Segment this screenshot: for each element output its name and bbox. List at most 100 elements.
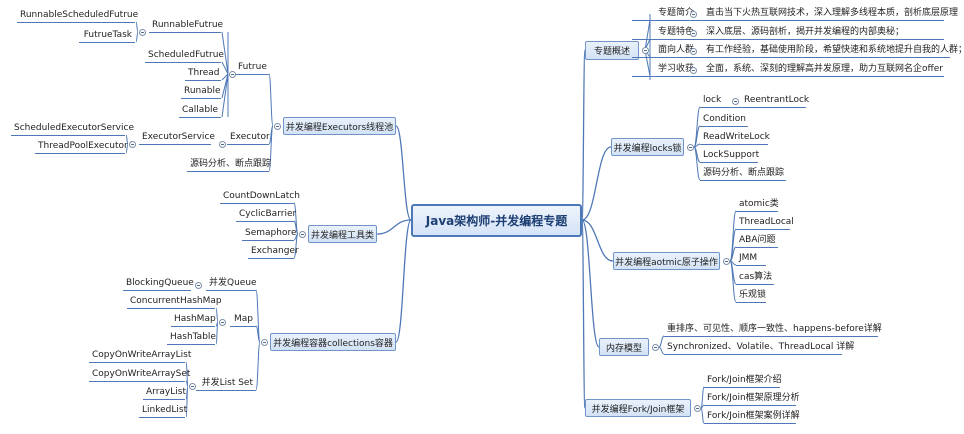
overview-gains-label: 学习收获 bbox=[657, 64, 694, 74]
connector bbox=[293, 233, 299, 259]
connector bbox=[268, 73, 274, 127]
connector bbox=[395, 219, 412, 343]
executorservice-child-0-underline bbox=[11, 135, 125, 136]
connector bbox=[581, 219, 600, 348]
branch-tools[interactable]: 并发编程工具类 bbox=[308, 225, 377, 243]
executorservice-child-1: ThreadPoolExecutor bbox=[38, 141, 128, 151]
connector bbox=[376, 219, 412, 235]
branch-forkjoin[interactable]: 并发编程Fork/Join框架 bbox=[585, 399, 691, 417]
connector bbox=[215, 307, 219, 323]
root-topic[interactable]: Java架构师-并发编程专题 bbox=[411, 204, 582, 237]
map-child-0: ConcurrentHashMap bbox=[130, 296, 222, 306]
futrue-label: Futrue bbox=[238, 62, 267, 72]
forkjoin-item-0-underline bbox=[704, 387, 780, 388]
atomic-item-3-underline bbox=[736, 265, 766, 266]
connector bbox=[644, 19, 651, 51]
futrue-toggle-icon[interactable] bbox=[228, 70, 236, 78]
map-child-2-underline bbox=[167, 344, 215, 345]
branch-collections[interactable]: 并发编程容器collections容器 bbox=[270, 333, 396, 351]
connector bbox=[268, 125, 274, 172]
connector bbox=[221, 73, 229, 81]
listset-child-1-underline bbox=[89, 381, 185, 382]
tools-item-1-underline bbox=[236, 221, 294, 222]
tools-item-3-underline bbox=[248, 258, 294, 259]
connector bbox=[221, 61, 229, 75]
locks-item-1-underline bbox=[700, 126, 748, 127]
atomic-item-4-underline bbox=[736, 284, 774, 285]
overview-features-toggle-icon[interactable] bbox=[689, 29, 697, 37]
overview-collapse-icon[interactable] bbox=[641, 46, 649, 54]
atomic-item-5-underline bbox=[736, 302, 766, 303]
memory-collapse-icon[interactable] bbox=[651, 343, 659, 351]
connector bbox=[693, 146, 701, 181]
branch-memory-model[interactable]: 内存模型 bbox=[599, 338, 649, 356]
collections-collapse-icon[interactable] bbox=[260, 338, 268, 346]
forkjoin-item-1-underline bbox=[704, 405, 796, 406]
overview-features-underline bbox=[632, 39, 944, 40]
atomic-item-2: ABA问题 bbox=[739, 235, 776, 245]
tools-item-3: Exchanger bbox=[251, 246, 299, 256]
connector bbox=[700, 407, 705, 424]
connector bbox=[581, 219, 614, 262]
connector bbox=[395, 125, 412, 221]
branch-atomic[interactable]: 并发编程aotmic原子操作 bbox=[613, 252, 720, 270]
executorservice-child-0: ScheduledExecutorService bbox=[14, 123, 134, 133]
executorservice-label-underline bbox=[139, 144, 211, 145]
futrue-child-2-underline bbox=[185, 80, 221, 81]
futrue-child-2: Thread bbox=[188, 68, 220, 78]
branch-executors[interactable]: 并发编程Executors线程池 bbox=[283, 117, 396, 135]
overview-intro-toggle-icon[interactable] bbox=[689, 10, 697, 18]
overview-intro-detail: 直击当下火热互联网技术，深入理解多线程本质，剖析底层原理 bbox=[706, 8, 959, 18]
lock-underline bbox=[700, 107, 806, 108]
executor-toggle-icon[interactable] bbox=[218, 140, 226, 148]
concurrent-queue-label: 并发Queue bbox=[209, 278, 257, 288]
futrue-label-underline bbox=[235, 74, 269, 75]
concurrent-list-set-label: 并发List Set bbox=[201, 378, 253, 388]
overview-audience-underline bbox=[632, 57, 950, 58]
connector bbox=[135, 21, 139, 33]
locks-item-2: ReadWriteLock bbox=[703, 132, 770, 142]
atomic-collapse-icon[interactable] bbox=[722, 257, 730, 265]
tools-item-1: CyclicBarrier bbox=[239, 209, 297, 219]
futrue-child-0: RunnableFutrue bbox=[152, 20, 224, 30]
branch-overview[interactable]: 专题概述 bbox=[585, 41, 639, 60]
locks-item-4: 源码分析、断点跟踪 bbox=[703, 168, 785, 178]
connector bbox=[255, 325, 261, 343]
branch-locks[interactable]: 并发编程locks锁 bbox=[611, 138, 684, 156]
overview-intro-underline bbox=[632, 20, 944, 21]
memory-item-1-underline bbox=[664, 354, 842, 355]
connector bbox=[255, 341, 261, 391]
overview-gains-toggle-icon[interactable] bbox=[689, 66, 697, 74]
runnablefutrue-toggle-icon[interactable] bbox=[138, 28, 146, 36]
overview-audience-toggle-icon[interactable] bbox=[689, 47, 697, 55]
futrue-child-3: Runable bbox=[184, 86, 221, 96]
queue-toggle-icon[interactable] bbox=[194, 281, 202, 289]
overview-audience-label: 面向人群 bbox=[657, 45, 694, 55]
executors-source-analysis-underline bbox=[187, 171, 269, 172]
forkjoin-item-0: Fork/Join框架介绍 bbox=[707, 375, 782, 385]
connector bbox=[221, 31, 229, 75]
overview-intro-label: 专题简介 bbox=[657, 8, 694, 18]
listset-child-0-underline bbox=[89, 362, 185, 363]
atomic-item-0: atomic类 bbox=[739, 199, 779, 209]
atomic-item-0-underline bbox=[736, 211, 778, 212]
executorservice-toggle-icon[interactable] bbox=[128, 140, 136, 148]
lock-toggle-icon[interactable] bbox=[731, 97, 739, 105]
concurrent-list-set-label-underline bbox=[196, 390, 256, 391]
runnablefutrue-child-0-underline bbox=[17, 22, 135, 23]
locks-item-3-underline bbox=[700, 162, 758, 163]
listset-child-0: CopyOnWriteArrayList bbox=[92, 350, 192, 360]
map-child-2: HashTable bbox=[170, 332, 216, 342]
forkjoin-collapse-icon[interactable] bbox=[693, 404, 701, 412]
map-toggle-icon[interactable] bbox=[218, 318, 226, 326]
atomic-item-1-underline bbox=[736, 229, 790, 230]
map-label-underline bbox=[230, 326, 256, 327]
listset-toggle-icon[interactable] bbox=[188, 382, 196, 390]
tools-item-2: Semaphore bbox=[245, 228, 297, 238]
tools-collapse-icon[interactable] bbox=[298, 230, 306, 238]
locks-collapse-icon[interactable] bbox=[686, 143, 694, 151]
tools-item-0-underline bbox=[220, 203, 294, 204]
map-label: Map bbox=[234, 314, 253, 324]
memory-item-0-underline bbox=[664, 336, 878, 337]
executors-collapse-icon[interactable] bbox=[273, 122, 281, 130]
